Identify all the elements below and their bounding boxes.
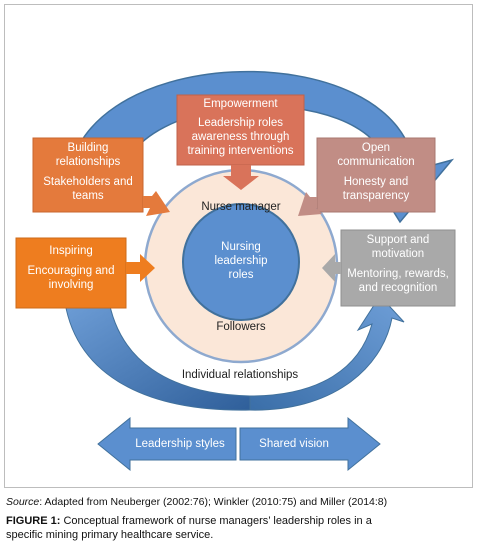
empowerment-text: Empowerment Leadership roles awareness t… [177,97,304,158]
figure-frame [4,4,473,488]
followers-label: Followers [216,321,266,333]
inspiring-body-2: involving [48,279,94,291]
top-arc-line-2: social networks [200,57,280,69]
shared-vision-label: Shared vision [259,438,329,450]
source-label: Source [6,496,40,508]
individual-relationships-label: Individual relationships [181,369,299,381]
diagram-canvas [15,70,456,472]
support-arrow [322,254,341,282]
figure-text-1: Conceptual framework of nurse managers’ … [60,515,372,527]
figure-text-2: specific mining primary healthcare servi… [6,529,214,541]
inspiring-arrow [126,254,155,282]
open-comm-arrow [298,192,322,216]
empowerment-body-2: awareness through [191,131,290,143]
empowerment-box [176,94,305,166]
source-text: : Adapted from Neuberger (2002:76); Wink… [39,496,388,508]
inner-circle-text: Nursing leadership roles [191,240,291,282]
empowerment-body-1: Leadership roles [197,117,284,129]
leadership-styles-label: Leadership styles [135,438,225,450]
inspiring-text: Inspiring Encouraging and involving [16,244,126,292]
building-heading-1: Building [67,142,109,154]
building-text: Building relationships Stakeholders and … [33,141,143,203]
open-comm-heading-1: Open [361,142,391,154]
building-box [32,137,144,213]
source-line: Source: Adapted from Neuberger (2002:76)… [6,496,474,509]
inspiring-box [15,237,127,309]
empowerment-body-3: training interventions [187,145,294,157]
inner-line-1: Nursing [221,241,261,253]
top-arc-line-1: Behavioural expectations and [164,40,316,52]
building-heading-2: relationships [55,156,121,168]
building-body-1: Stakeholders and [43,176,133,188]
right-arrow [239,416,381,472]
top-arc-label: Behavioural expectations and social netw… [120,39,360,70]
inspiring-heading: Inspiring [49,245,93,257]
figure-caption: FIGURE 1: Conceptual framework of nurse … [6,514,474,542]
open-comm-body-1: Honesty and [343,176,409,188]
figure-label: FIGURE 1: [6,515,61,527]
left-arrow [97,416,237,472]
support-heading-2: motivation [371,248,425,260]
open-comm-body-2: transparency [342,190,410,202]
open-comm-heading-2: communication [337,156,415,168]
inner-circle [182,203,300,321]
support-heading-1: Support and [366,234,430,246]
empowerment-arrow [223,165,259,190]
open-comm-box [316,137,436,213]
nurse-manager-label: Nurse manager [201,201,281,213]
empowerment-heading: Empowerment [203,98,278,110]
support-body-1: Mentoring, rewards, [347,268,449,280]
inner-line-3: roles [228,269,254,281]
building-arrow [143,191,170,216]
bottom-right-arrow [249,295,405,411]
inspiring-body-1: Encouraging and [27,265,115,277]
support-body-2: and recognition [358,282,438,294]
support-text: Support and motivation Mentoring, reward… [341,233,455,295]
inner-line-2: leadership [214,255,268,267]
building-body-2: teams [72,190,104,202]
open-comm-text: Open communication Honesty and transpare… [317,141,435,203]
